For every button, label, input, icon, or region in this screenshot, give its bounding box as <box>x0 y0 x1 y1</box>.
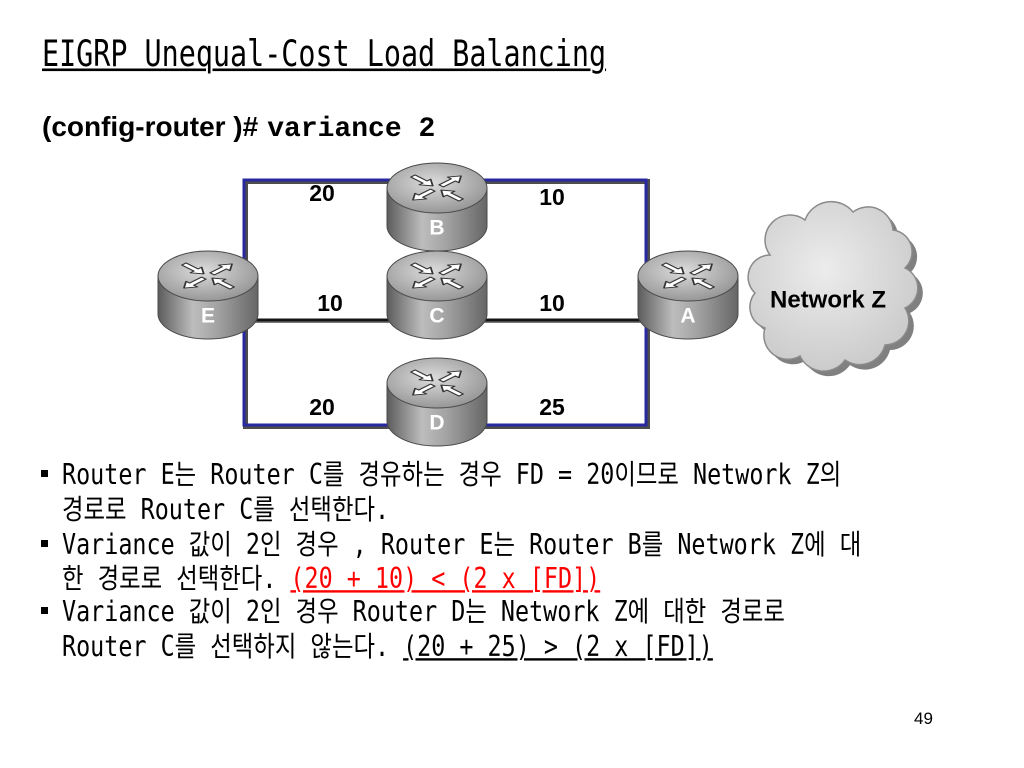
command-value: variance 2 <box>267 114 436 145</box>
link-b-a <box>437 178 650 278</box>
command-prompt: (config-router )# <box>42 111 259 142</box>
formula-underlined: (20 + 25) > (2 x [FD]) <box>403 629 713 663</box>
cloud-icon <box>747 200 919 372</box>
bullet-line: Variance 값이 2인 경우 , Router E는 Router B를 … <box>62 527 862 561</box>
router-d: D <box>386 357 488 447</box>
link-metric-e-d: 20 <box>309 394 335 420</box>
bullet-line: 한 경로로 선택한다. (20 + 10) < (2 x [FD]) <box>62 564 600 593</box>
bullet-line: 경로로 Router C를 선택한다. <box>62 492 390 526</box>
link-metric-c-a: 10 <box>539 290 565 316</box>
link-metric-e-b: 20 <box>309 180 335 206</box>
formula-highlight: (20 + 10) < (2 x [FD]) <box>290 561 601 595</box>
bullet-line-text: 한 경로로 선택한다. <box>62 561 277 595</box>
router-a: A <box>637 250 739 340</box>
router-b: B <box>386 162 488 252</box>
bullet-line: Router C를 선택하지 않는다. (20 + 25) > (2 x [FD]… <box>62 632 713 661</box>
link-metric-e-c: 10 <box>317 290 343 316</box>
link-e-b <box>242 178 439 278</box>
router-label: A <box>680 305 695 328</box>
cloud-label: Network Z <box>770 287 886 314</box>
slide-title: EIGRP Unequal-Cost Load Balancing <box>42 32 607 75</box>
link-metric-b-a: 10 <box>539 184 565 210</box>
page-number: 49 <box>914 709 933 728</box>
network-z-cloud: Network Z <box>747 200 923 377</box>
square-bullet-icon <box>41 607 48 614</box>
router-label: E <box>201 305 215 328</box>
square-bullet-icon <box>41 470 48 477</box>
bullet-line: Variance 값이 2인 경우 Router D는 Network Z에 대… <box>62 594 785 628</box>
router-label: D <box>429 412 444 435</box>
square-bullet-icon <box>41 540 48 547</box>
router-label: C <box>429 305 444 328</box>
router-e: E <box>157 250 259 340</box>
router-c: C <box>386 250 488 340</box>
bullet-line: Router E는 Router C를 경유하는 경우 FD = 20이므로 N… <box>62 457 842 491</box>
link-metric-d-a: 25 <box>539 394 565 420</box>
router-label: B <box>429 217 444 240</box>
link-line <box>242 178 437 276</box>
config-command: (config-router )# variance 2 <box>42 113 435 144</box>
bullet-line-text: Router C를 선택하지 않는다. <box>62 629 390 663</box>
link-line <box>437 178 648 276</box>
